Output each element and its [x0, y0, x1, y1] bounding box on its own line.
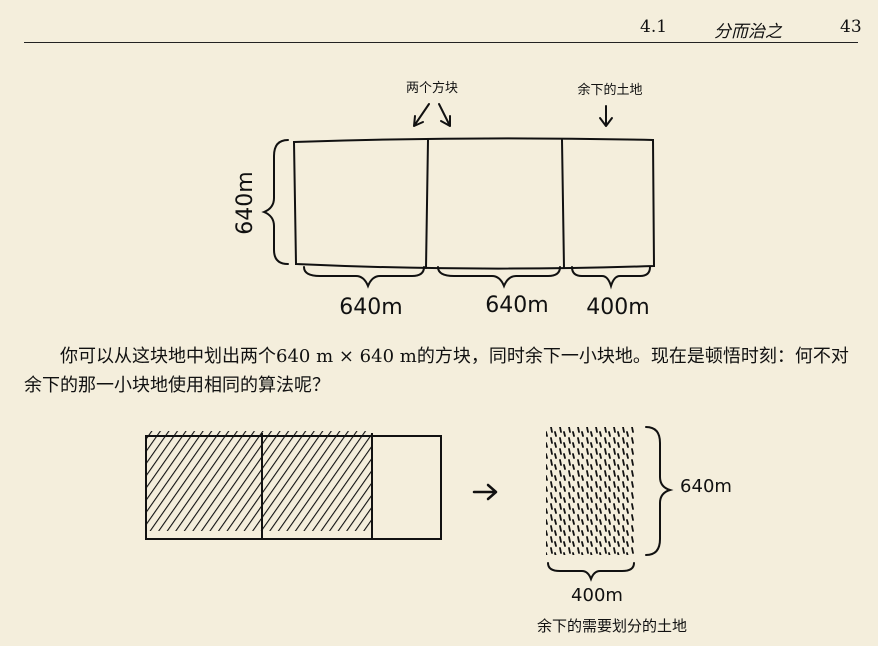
figure-caption: 余下的需要划分的土地 [537, 617, 687, 635]
width-label-3: 400m [586, 295, 649, 320]
arrow-icon [438, 103, 451, 127]
height-label: 640m [233, 171, 258, 234]
two-squares-label: 两个方块 [406, 80, 458, 96]
land-outline [145, 435, 442, 540]
filled-squares [146, 431, 372, 531]
page-header: 4.1 分而治之 43 [24, 0, 862, 43]
width-brace [547, 562, 635, 582]
width-label-1: 640m [339, 295, 402, 320]
arrow-right-icon [472, 483, 498, 501]
arrow-icon [599, 105, 613, 127]
width-brace [571, 266, 651, 290]
land-split-figure: 两个方块 余下的土地 640m 640m 640m 400m [233, 80, 656, 320]
divider-line [425, 139, 429, 269]
section-number: 4.1 [640, 17, 668, 37]
remaining-label: 余下的土地 [577, 82, 642, 98]
width-label-2: 640m [485, 293, 548, 318]
remaining-land-figure: 640m 400m 余下的需要划分的土地 [145, 426, 732, 635]
width-label: 400m [571, 585, 623, 606]
body-paragraph: 你可以从这块地中划出两个640 m × 640 m的方块，同时余下一小块地。现在… [24, 342, 858, 400]
remaining-land [546, 427, 634, 555]
divider-line [561, 139, 565, 269]
page-number: 43 [840, 17, 862, 37]
height-brace [261, 139, 289, 265]
height-label: 640m [680, 476, 732, 497]
height-brace [645, 426, 674, 556]
width-brace [303, 266, 425, 289]
arrow-icon [413, 103, 430, 127]
width-brace [437, 266, 561, 289]
land-rectangle [292, 137, 656, 270]
section-title: 分而治之 [714, 22, 782, 42]
paragraph-text: 你可以从这块地中划出两个640 m × 640 m的方块，同时余下一小块地。现在… [24, 346, 849, 396]
